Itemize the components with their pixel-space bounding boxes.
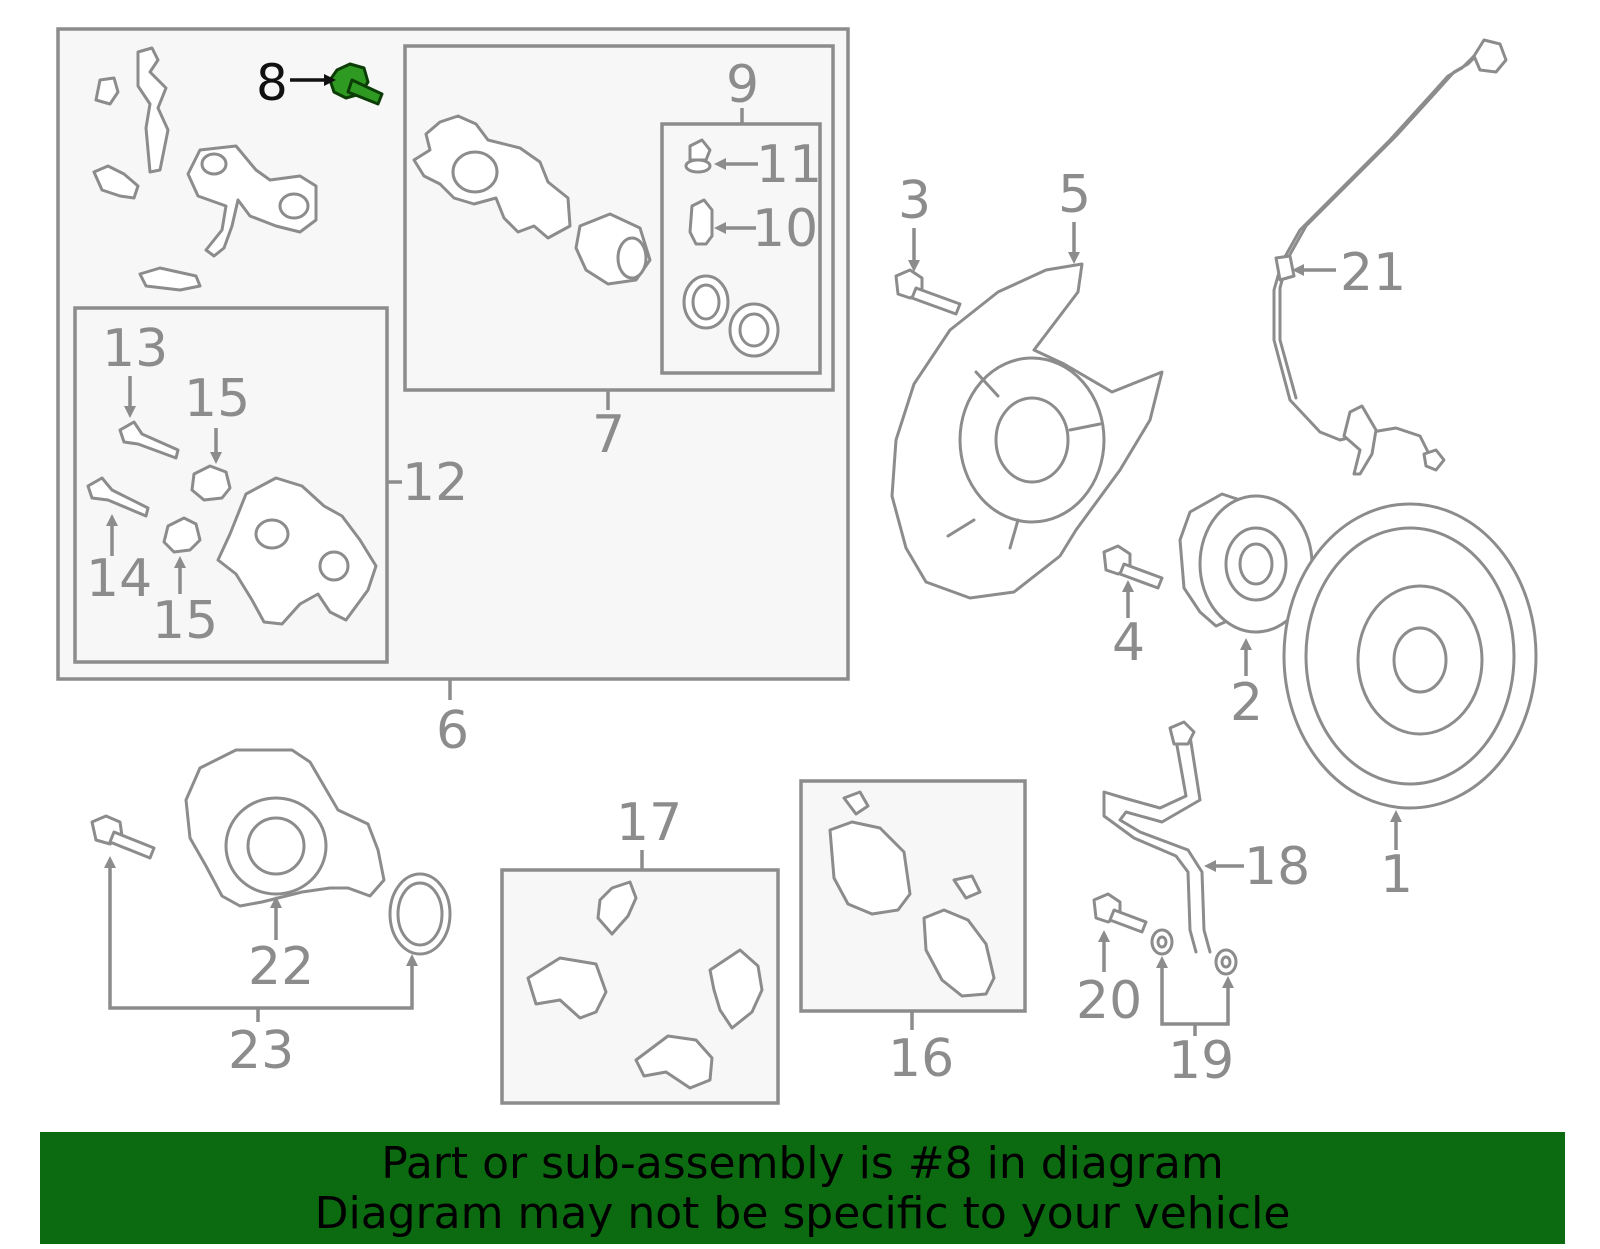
bolt-part-23	[90, 814, 156, 860]
washers-part-19	[1150, 928, 1238, 976]
seal-kit	[682, 138, 780, 358]
bolt-part-3	[894, 268, 962, 316]
callout-6: 6	[436, 701, 469, 761]
o-ring-part-23	[388, 872, 452, 956]
callout-2: 2	[1230, 673, 1263, 733]
banner-line-part: Part or sub-assembly is #8 in diagram	[381, 1138, 1224, 1189]
brake-pads-part-16	[828, 790, 996, 998]
caliper-body	[412, 114, 652, 286]
callout-4: 4	[1112, 613, 1145, 673]
o-ring-inner	[396, 881, 444, 947]
callout-5: 5	[1058, 165, 1091, 225]
abs-sensor-wire-part-21	[1272, 38, 1508, 476]
bolt-part-4	[1102, 544, 1164, 590]
parking-brake-motor-part-22	[184, 748, 386, 908]
callout-15-top: 15	[184, 369, 250, 429]
callout-14: 14	[86, 549, 152, 609]
callout-13: 13	[102, 319, 168, 379]
leader-lines	[104, 74, 1402, 1036]
callout-17: 17	[616, 793, 682, 853]
highlighted-bolt-part-8	[328, 62, 384, 106]
callout-10: 10	[752, 199, 818, 259]
callout-18: 18	[1244, 837, 1310, 897]
callout-7: 7	[592, 405, 625, 465]
banner-line-disclaimer: Diagram may not be specific to your vehi…	[314, 1188, 1291, 1239]
callout-12: 12	[402, 453, 468, 513]
callout-8: 8	[256, 54, 288, 112]
caliper-bracket-hardware	[92, 46, 318, 292]
callout-20: 20	[1076, 971, 1142, 1031]
caliper-bracket-kit	[86, 420, 378, 626]
callout-9: 9	[726, 55, 759, 115]
brake-rotor-part-1	[1282, 502, 1538, 810]
pad-hardware-clips-part-17	[526, 880, 764, 1090]
notice-banner: Part or sub-assembly is #8 in diagram Di…	[40, 1132, 1565, 1244]
callout-21: 21	[1340, 243, 1406, 303]
brake-hose-part-18	[1102, 720, 1212, 954]
callout-labels: 8 9 11 10 7 6 12 13 15 14 15 3 5 21 4 2 …	[86, 54, 1413, 1091]
callout-1: 1	[1380, 845, 1413, 905]
callout-19: 19	[1168, 1031, 1234, 1091]
dust-shield-part-5	[890, 262, 1164, 600]
callout-16: 16	[888, 1029, 954, 1089]
hub-part-2	[1178, 492, 1314, 634]
callout-23: 23	[228, 1021, 294, 1081]
bolt-part-20	[1092, 892, 1148, 934]
callout-22: 22	[248, 937, 314, 997]
callout-11: 11	[756, 135, 822, 195]
callout-3: 3	[898, 171, 931, 231]
callout-15-bottom: 15	[152, 591, 218, 651]
